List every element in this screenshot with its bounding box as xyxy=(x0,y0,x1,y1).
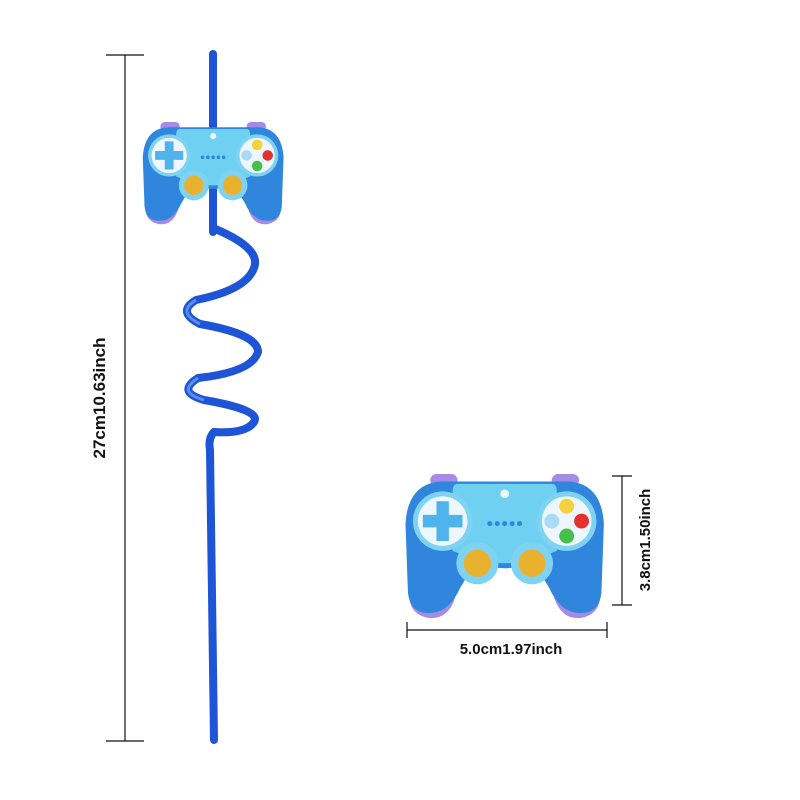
charm-width-label: 5.0cm1.97inch xyxy=(460,641,563,658)
charm-height-dimension xyxy=(612,475,632,606)
straw-length-label: 27cm10.63inch xyxy=(90,338,109,459)
charm-height-label: 3.8cm1.50inch xyxy=(637,489,654,592)
straw-length-dimension xyxy=(106,54,144,742)
charm-width-dimension xyxy=(406,622,608,638)
controller-charm xyxy=(405,474,604,619)
